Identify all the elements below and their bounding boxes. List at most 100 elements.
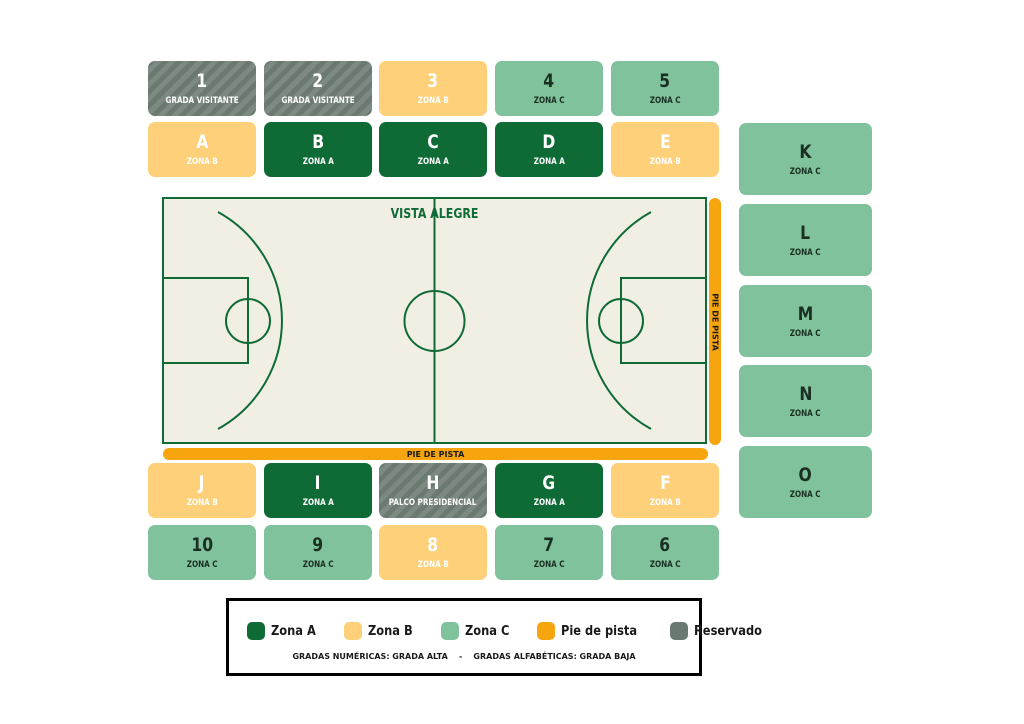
- legend-label: Zona B: [367, 623, 413, 639]
- section-code: B: [312, 131, 324, 153]
- section-code: 1: [196, 70, 208, 92]
- section-zone: ZONA C: [790, 328, 821, 339]
- legend-item-pie-de-pista: Pie de pista: [537, 622, 647, 640]
- section-zone: ZONA C: [790, 408, 821, 419]
- section-F[interactable]: F ZONA B: [611, 463, 719, 518]
- legend-label: Pie de pista: [561, 623, 638, 639]
- venue-title: VISTA ALEGRE: [391, 206, 479, 221]
- section-zone: ZONA C: [533, 560, 565, 570]
- section-code: A: [195, 131, 209, 153]
- right-free-throw-circle: [598, 298, 644, 344]
- section-zone: ZONA A: [302, 157, 334, 167]
- section-zone: PALCO PRESIDENCIAL: [389, 498, 477, 508]
- section-2[interactable]: 2 GRADA VISITANTE: [264, 61, 372, 116]
- section-zone: ZONA C: [186, 560, 218, 570]
- legend-item-reservado: Reservado: [669, 622, 771, 640]
- section-code: C: [427, 131, 439, 153]
- section-zone: GRADA VISITANTE: [165, 96, 239, 106]
- legend-items: Zona A Zona B Zona C Pie de pista Reserv…: [247, 622, 793, 640]
- section-zone: ZONA C: [790, 166, 821, 177]
- section-zone: ZONA C: [649, 96, 681, 106]
- section-code: F: [659, 472, 671, 494]
- left-free-throw-circle: [225, 298, 271, 344]
- section-code: 3: [427, 70, 439, 92]
- section-code: E: [659, 131, 671, 153]
- section-G[interactable]: G ZONA A: [495, 463, 603, 518]
- section-zone: ZONA C: [790, 247, 821, 258]
- section-zone: ZONA C: [533, 96, 565, 106]
- legend-label: Zona C: [464, 623, 510, 639]
- section-zone: ZONA B: [649, 157, 681, 167]
- section-code: N: [798, 382, 813, 405]
- zona-b-swatch-icon: [343, 622, 362, 640]
- section-J[interactable]: J ZONA B: [148, 463, 256, 518]
- section-A[interactable]: A ZONA B: [148, 122, 256, 177]
- section-zone: ZONA C: [302, 560, 334, 570]
- legend: Zona A Zona B Zona C Pie de pista Reserv…: [226, 598, 762, 676]
- section-zone: ZONA B: [649, 498, 681, 508]
- section-code: I: [315, 472, 321, 494]
- zona-a-swatch-icon: [247, 622, 265, 640]
- section-code: 10: [191, 534, 213, 556]
- left-key: [162, 277, 249, 364]
- section-code: O: [798, 463, 813, 486]
- section-zone: ZONA C: [649, 560, 681, 570]
- section-K[interactable]: K ZONA C: [739, 123, 872, 195]
- section-code: K: [799, 140, 812, 163]
- left-three-point-arc: [217, 211, 283, 430]
- section-6[interactable]: 6 ZONA C: [611, 525, 719, 580]
- section-C[interactable]: C ZONA A: [379, 122, 487, 177]
- section-code: 7: [543, 534, 555, 556]
- section-7[interactable]: 7 ZONA C: [495, 525, 603, 580]
- section-I[interactable]: I ZONA A: [264, 463, 372, 518]
- section-zone: ZONA B: [417, 96, 449, 106]
- section-D[interactable]: D ZONA A: [495, 122, 603, 177]
- section-zone: ZONA B: [417, 560, 449, 570]
- section-code: L: [800, 221, 811, 244]
- section-10[interactable]: 10 ZONA C: [148, 525, 256, 580]
- section-zone: ZONA B: [186, 498, 218, 508]
- section-H[interactable]: H PALCO PRESIDENCIAL: [379, 463, 487, 518]
- section-code: 2: [312, 70, 324, 92]
- section-code: 4: [543, 70, 555, 92]
- section-5[interactable]: 5 ZONA C: [611, 61, 719, 116]
- section-zone: GRADA VISITANTE: [281, 96, 355, 106]
- section-code: 9: [312, 534, 324, 556]
- section-code: G: [542, 472, 556, 494]
- section-code: D: [542, 131, 556, 153]
- pie-de-pista-swatch-icon: [537, 622, 556, 640]
- basketball-court: VISTA ALEGRE: [162, 197, 707, 444]
- section-code: 6: [659, 534, 671, 556]
- pie-de-pista-right[interactable]: PIE DE PISTA: [709, 198, 721, 445]
- legend-item-zona-a: Zona A: [247, 622, 322, 640]
- section-code: H: [426, 472, 440, 494]
- section-O[interactable]: O ZONA C: [739, 446, 872, 518]
- pie-de-pista-bottom[interactable]: PIE DE PISTA: [163, 448, 708, 460]
- reservado-swatch-icon: [669, 622, 688, 640]
- section-M[interactable]: M ZONA C: [739, 285, 872, 357]
- section-zone: ZONA A: [533, 157, 565, 167]
- legend-label: Zona A: [271, 623, 316, 639]
- center-circle: [403, 290, 466, 352]
- section-zone: ZONA A: [417, 157, 449, 167]
- section-zone: ZONA C: [790, 489, 821, 500]
- section-zone: ZONA A: [533, 498, 565, 508]
- section-E[interactable]: E ZONA B: [611, 122, 719, 177]
- section-1[interactable]: 1 GRADA VISITANTE: [148, 61, 256, 116]
- section-3[interactable]: 3 ZONA B: [379, 61, 487, 116]
- legend-item-zona-c: Zona C: [440, 622, 515, 640]
- zona-c-swatch-icon: [440, 622, 459, 640]
- section-code: J: [199, 472, 205, 494]
- right-key: [620, 277, 707, 364]
- right-three-point-arc: [586, 211, 652, 430]
- section-N[interactable]: N ZONA C: [739, 365, 872, 437]
- section-4[interactable]: 4 ZONA C: [495, 61, 603, 116]
- section-8[interactable]: 8 ZONA B: [379, 525, 487, 580]
- legend-label: Reservado: [693, 623, 762, 639]
- section-code: 8: [427, 534, 439, 556]
- section-code: 5: [659, 70, 671, 92]
- section-L[interactable]: L ZONA C: [739, 204, 872, 276]
- section-9[interactable]: 9 ZONA C: [264, 525, 372, 580]
- section-zone: ZONA B: [186, 157, 218, 167]
- section-B[interactable]: B ZONA A: [264, 122, 372, 177]
